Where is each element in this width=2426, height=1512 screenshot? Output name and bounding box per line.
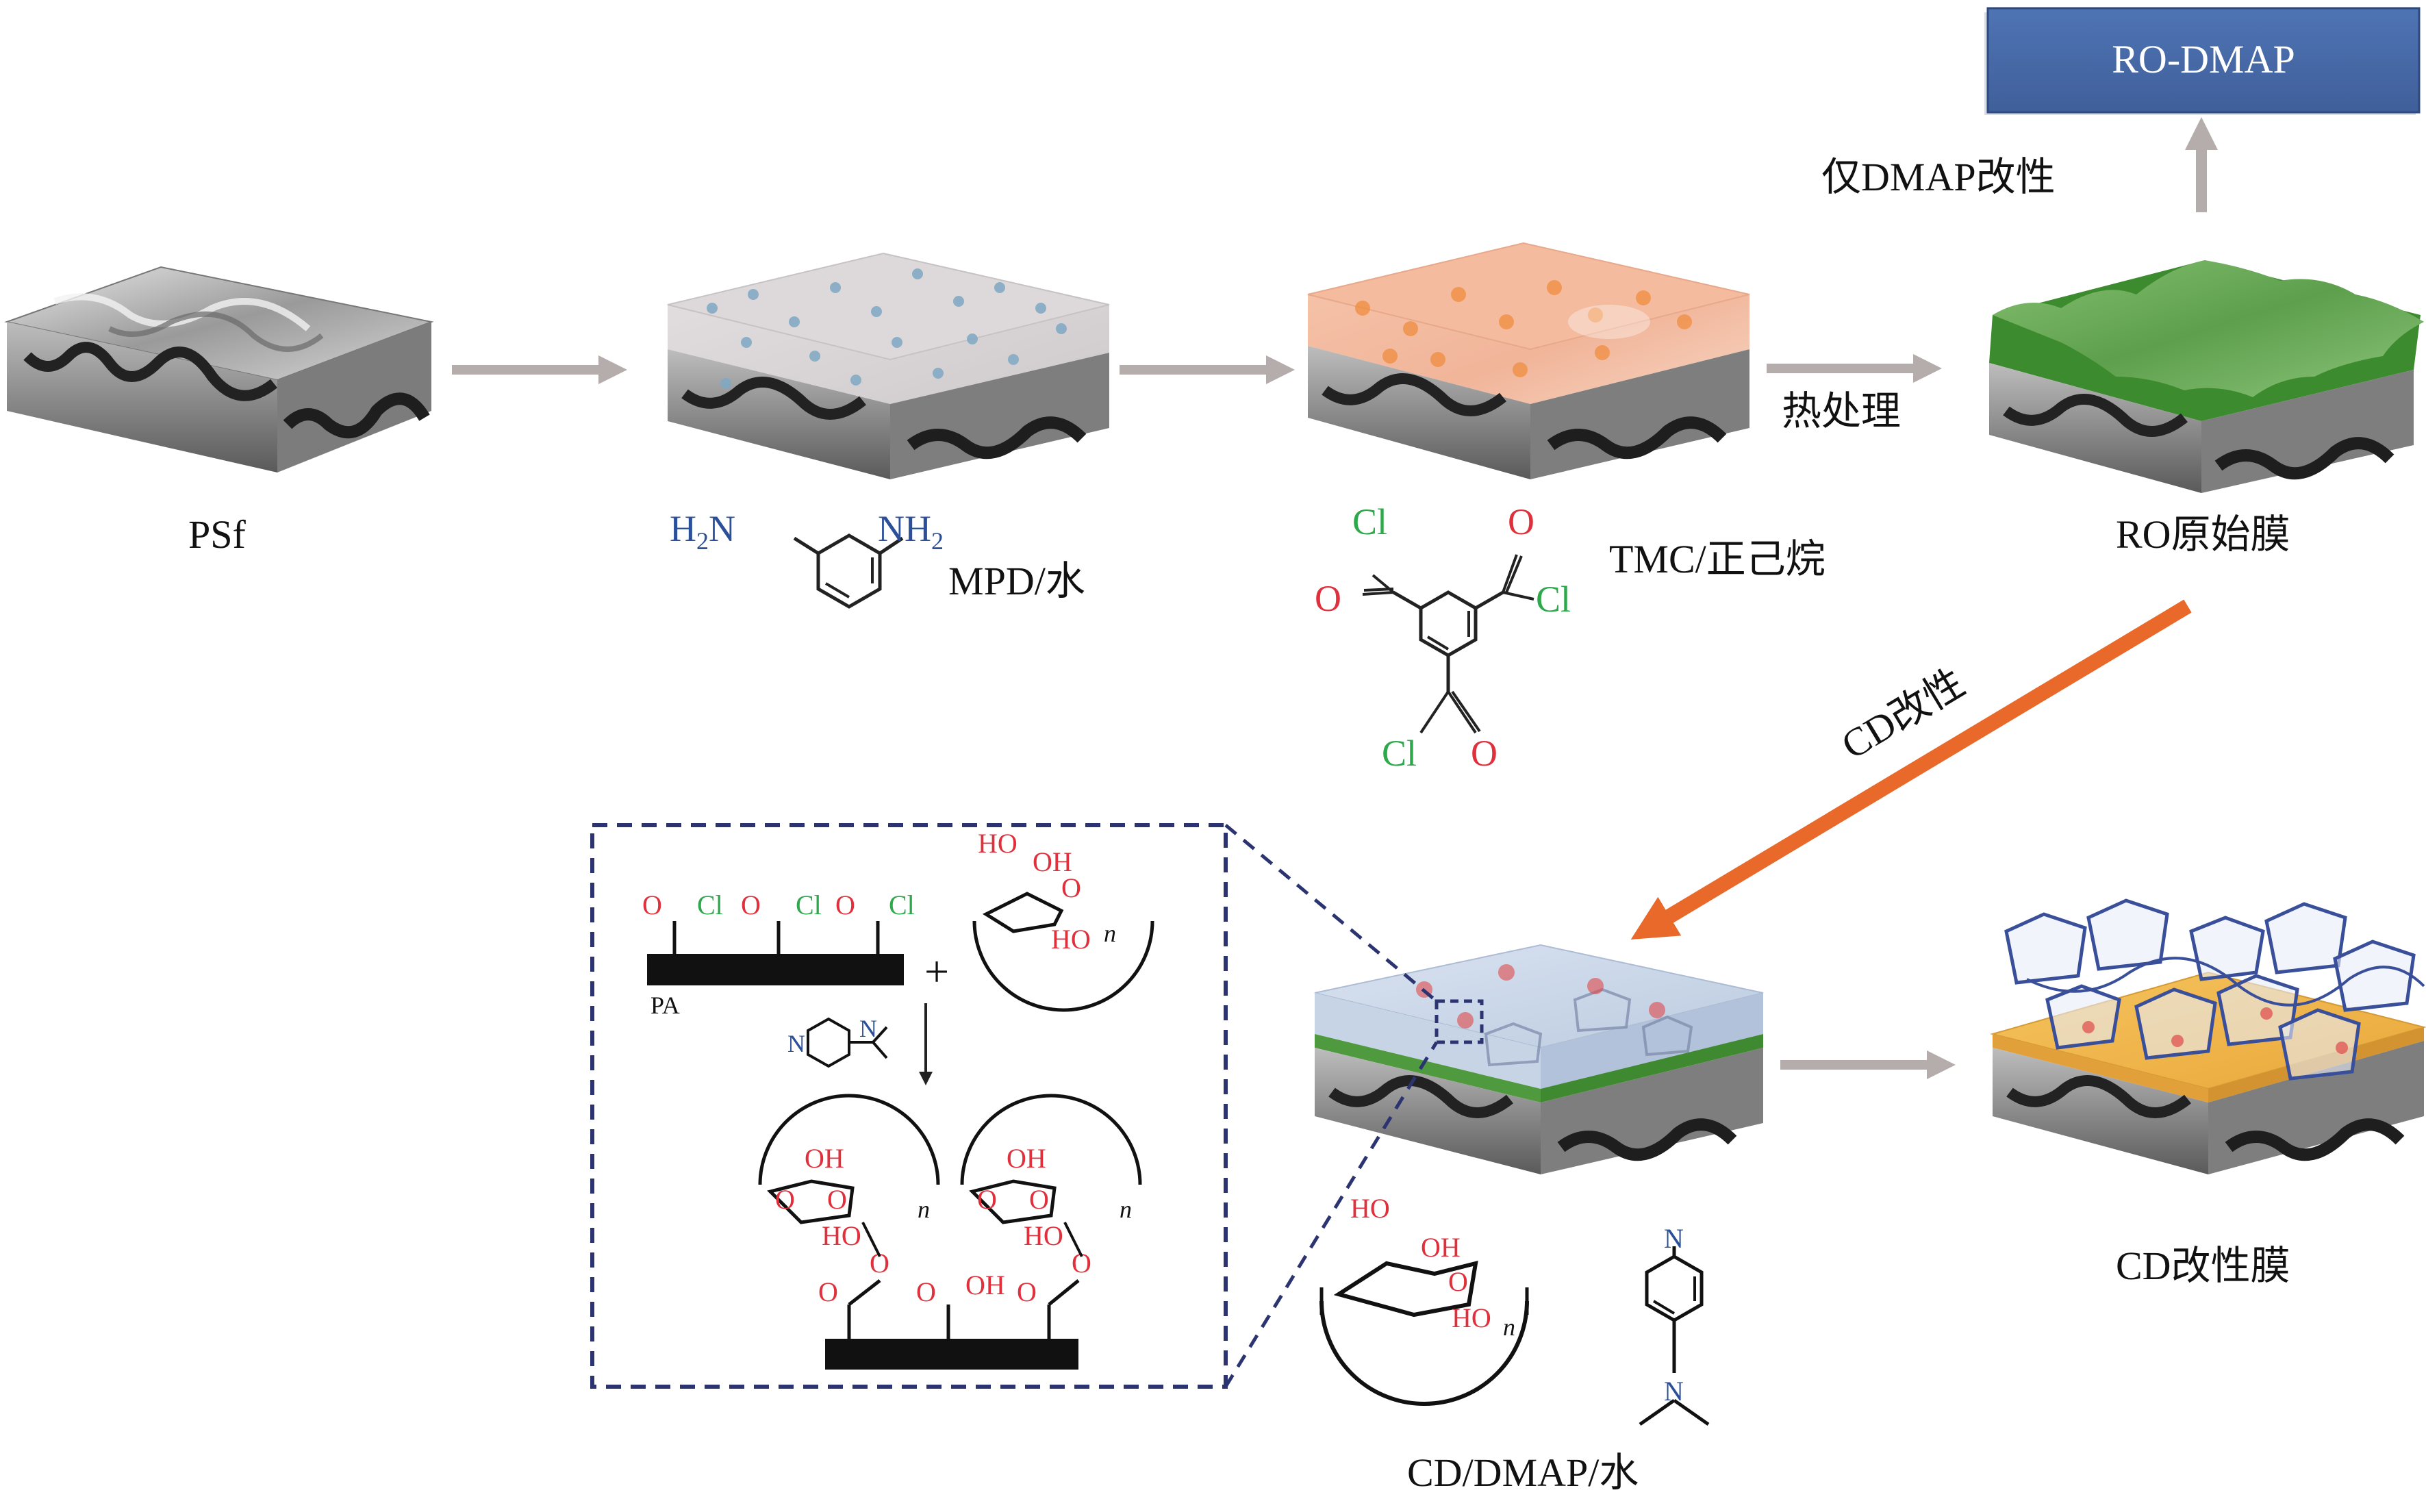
svg-text:Cl: Cl [1352,501,1387,542]
svg-text:HO: HO [1350,1193,1390,1224]
inset-dmap-catalyst: N N [787,1015,888,1068]
svg-text:HO: HO [1024,1220,1063,1251]
cd-molecule-structure: HO OH O HO n [1319,1193,1529,1406]
svg-text:O: O [741,890,761,920]
svg-text:O: O [1315,578,1341,619]
ro-dmap-box: RO-DMAP [1984,7,2421,115]
svg-text:OH: OH [1033,846,1072,877]
svg-text:O: O [1072,1248,1091,1278]
zoom-line-top [1224,824,1438,1003]
inset-cd-unit-top: HO OH O HO n [972,828,1154,1012]
svg-text:N: N [1664,1223,1684,1254]
tmc-dots [1355,280,1692,377]
ro-dmap-label: RO-DMAP [2112,37,2295,81]
mpd-structure: H2N NH2 [670,508,944,609]
dmap-molecule-structure: N N [1639,1223,1710,1426]
inset-dashed-box [590,823,1228,1389]
reaction-mechanism-inset: O Cl O Cl O Cl PA + HO OH O HO n N N [590,823,1228,1389]
pa-acyl-chloride-labels: O Cl O Cl O Cl [642,890,915,920]
svg-text:OH: OH [805,1143,844,1174]
svg-text:O: O [870,1248,889,1278]
svg-text:O: O [642,890,662,920]
svg-text:OH: OH [965,1270,1005,1300]
svg-text:n: n [918,1196,930,1223]
mpd-dots [707,268,1067,389]
cd-dmap-coated-membrane [1314,944,1764,1174]
cd-modification-arrow [1630,599,2192,940]
svg-text:n: n [1104,920,1116,947]
svg-text:N: N [1664,1376,1684,1407]
svg-text:OH: OH [1007,1143,1046,1174]
svg-text:O: O [1029,1184,1049,1215]
svg-text:HO: HO [1452,1302,1491,1333]
tmc-structure [1362,554,1534,734]
svg-text:n: n [1503,1313,1515,1341]
inset-product-cd-right: OH O O HO n O [960,1094,1142,1278]
mpd-coated-membrane [667,252,1110,479]
svg-text:O: O [977,1184,997,1215]
svg-text:O: O [1471,733,1498,774]
svg-text:N: N [787,1030,805,1057]
svg-text:O: O [827,1184,847,1215]
inset-product-cd-left: OH O O HO n O [758,1094,940,1278]
zoom-line-bottom [1224,1041,1439,1388]
svg-text:n: n [1120,1196,1132,1223]
pa-label: PA [650,992,680,1019]
zoom-region [1435,999,1484,1044]
label-psf: PSf [188,512,247,557]
label-cd-dmap-water: CD/DMAP/水 [1407,1450,1639,1495]
pa-bottom-labels: O O OH O [818,1270,1037,1307]
svg-text:HO: HO [1051,924,1091,955]
svg-text:O: O [916,1276,936,1307]
label-cd-modified-membrane: CD改性膜 [2116,1244,2290,1288]
label-mpd-water: MPD/水 [948,559,1085,603]
svg-text:Cl: Cl [796,890,822,920]
label-heat-treatment: 热处理 [1782,389,1901,433]
svg-text:Cl: Cl [889,890,915,920]
tmc-atom-labels: Cl O O Cl Cl O [1315,501,1571,774]
svg-text:O: O [1448,1266,1468,1297]
ro-pristine-membrane [1989,260,2424,493]
pa-bar-top [647,954,904,985]
svg-text:HO: HO [822,1220,861,1251]
svg-text:O: O [835,890,855,920]
label-dmap-only: 仅DMAP改性 [1821,155,2056,199]
plus-sign: + [924,947,949,996]
svg-text:Cl: Cl [1536,579,1571,620]
svg-text:O: O [1017,1276,1037,1307]
svg-text:O: O [1061,872,1081,903]
svg-text:Cl: Cl [697,890,723,920]
svg-text:N: N [859,1015,877,1042]
svg-text:HO: HO [978,828,1018,859]
svg-text:OH: OH [1421,1232,1461,1263]
mpd-nh2-right: NH2 [878,508,944,555]
label-tmc-hexane: TMC/正己烷 [1609,537,1825,581]
svg-text:Cl: Cl [1382,733,1417,774]
tmc-coated-membrane [1307,242,1750,479]
svg-text:O: O [775,1184,795,1215]
psf-support-membrane [4,266,434,473]
pa-bar-bottom [825,1339,1078,1370]
mpd-h2n-left: H2N [670,508,735,555]
svg-text:O: O [818,1276,838,1307]
svg-text:O: O [1508,501,1534,542]
label-ro-pristine: RO原始膜 [2116,512,2290,557]
cd-modified-membrane [1990,898,2426,1174]
